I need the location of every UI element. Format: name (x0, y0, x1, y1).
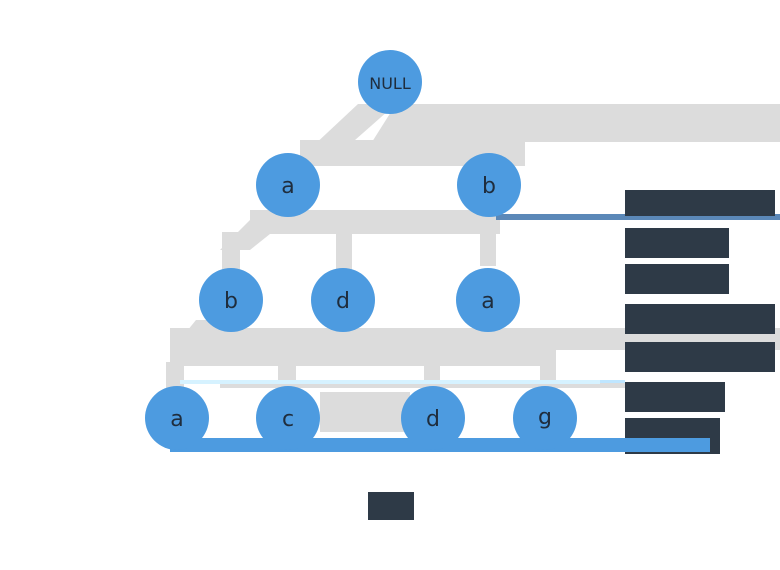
band-l3-inner2 (320, 392, 410, 432)
right-blocks (170, 190, 780, 520)
band-l3-drop-d (424, 340, 440, 390)
node-level3-c-label: c (282, 407, 294, 432)
node-level2-a: a (456, 268, 520, 332)
node-level3-g-label: g (538, 405, 552, 430)
node-root-label: NULL (369, 74, 411, 93)
node-level1-b-label: b (482, 174, 496, 199)
node-level3-c: c (256, 386, 320, 450)
base-line-light (180, 380, 600, 384)
node-level2-b-label: b (224, 289, 238, 314)
dark-block-5 (625, 342, 775, 372)
trie-nodes: NULL a b b d a (145, 50, 577, 450)
node-level2-b: b (199, 268, 263, 332)
node-level3-g: g (513, 386, 577, 450)
dark-block-6 (625, 382, 725, 412)
band-l2-drop-d (336, 232, 352, 277)
bottom-dark-block (368, 492, 414, 520)
node-level1-b: b (457, 153, 521, 217)
node-level3-a: a (145, 386, 209, 450)
node-level1-a-label: a (281, 174, 294, 199)
node-level3-d: d (401, 386, 465, 450)
band-level3b (170, 346, 550, 366)
dark-block-3 (625, 264, 729, 294)
band-l3-drop-a (166, 362, 184, 392)
node-level1-a: a (256, 153, 320, 217)
node-level2-a-label: a (481, 289, 494, 314)
accent-line (496, 214, 780, 220)
band-l2-drop-right (480, 218, 496, 266)
node-level2-d-label: d (336, 289, 350, 314)
dark-block-4 (625, 304, 775, 334)
band-l3-inner (220, 382, 700, 388)
node-level2-d: d (311, 268, 375, 332)
node-level3-a-label: a (170, 407, 183, 432)
node-root: NULL (358, 50, 422, 114)
node-level3-d-label: d (426, 407, 440, 432)
band-l2-drop-left (222, 232, 240, 277)
band-root-right (372, 104, 780, 142)
dark-block-2 (625, 228, 729, 258)
dark-block-1 (625, 190, 775, 216)
